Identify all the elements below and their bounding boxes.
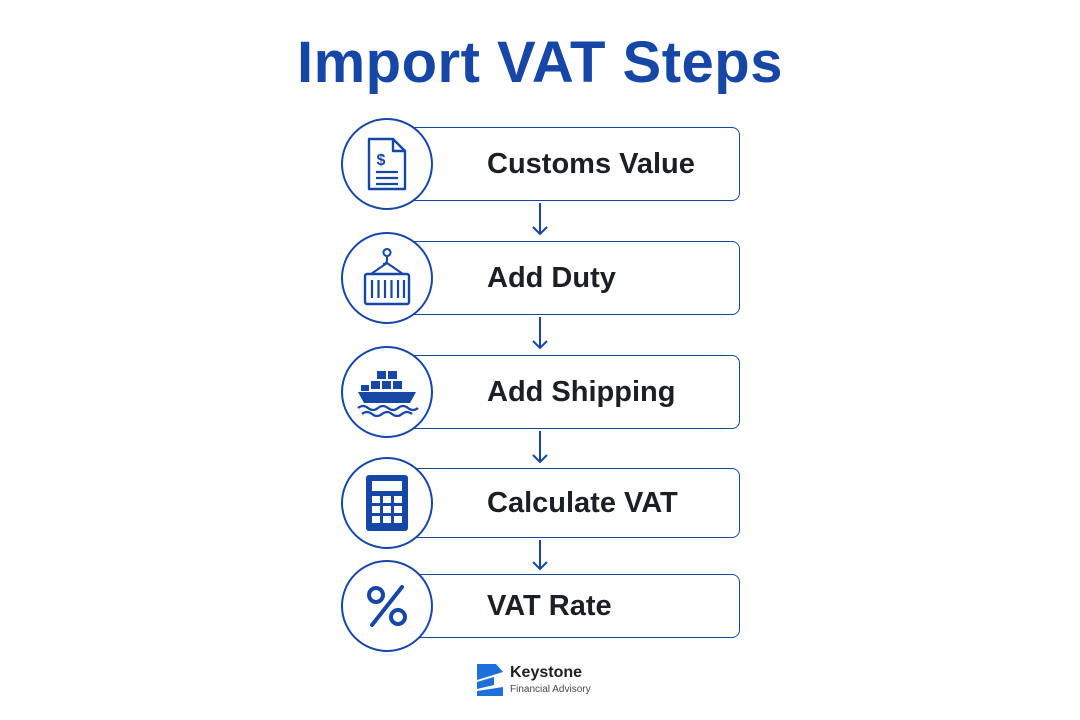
arrow-down-icon xyxy=(532,203,548,236)
document-dollar-icon: $ xyxy=(367,137,407,191)
shipping-container-icon xyxy=(363,248,411,306)
step-label: Calculate VAT xyxy=(487,486,678,519)
cargo-ship-icon xyxy=(357,371,419,417)
step-icon-circle xyxy=(341,457,433,549)
brand-name: Keystone xyxy=(510,664,583,681)
step-label: Add Shipping xyxy=(487,375,676,408)
arrow-down-icon xyxy=(532,540,548,571)
step-icon-circle: $ xyxy=(341,118,433,210)
arrow-down-icon xyxy=(532,431,548,464)
step-icon-circle xyxy=(341,346,433,438)
step-label: Customs Value xyxy=(487,147,695,180)
step-label: VAT Rate xyxy=(487,589,612,622)
calculator-icon xyxy=(366,475,408,531)
step-calculate-vat: Calculate VAT xyxy=(404,468,740,538)
step-label: Add Duty xyxy=(487,261,616,294)
percent-icon xyxy=(367,585,407,627)
step-icon-circle xyxy=(341,560,433,652)
step-icon-circle xyxy=(341,232,433,324)
page-title: Import VAT Steps xyxy=(297,30,783,95)
step-add-shipping: Add Shipping xyxy=(404,355,740,429)
svg-text:$: $ xyxy=(377,152,386,169)
brand-subtitle: Financial Advisory xyxy=(510,684,591,695)
step-vat-rate: VAT Rate xyxy=(404,574,740,638)
arrow-down-icon xyxy=(532,317,548,350)
step-customs-value: Customs Value xyxy=(404,127,740,201)
step-add-duty: Add Duty xyxy=(404,241,740,315)
keystone-logo-icon xyxy=(477,664,503,696)
